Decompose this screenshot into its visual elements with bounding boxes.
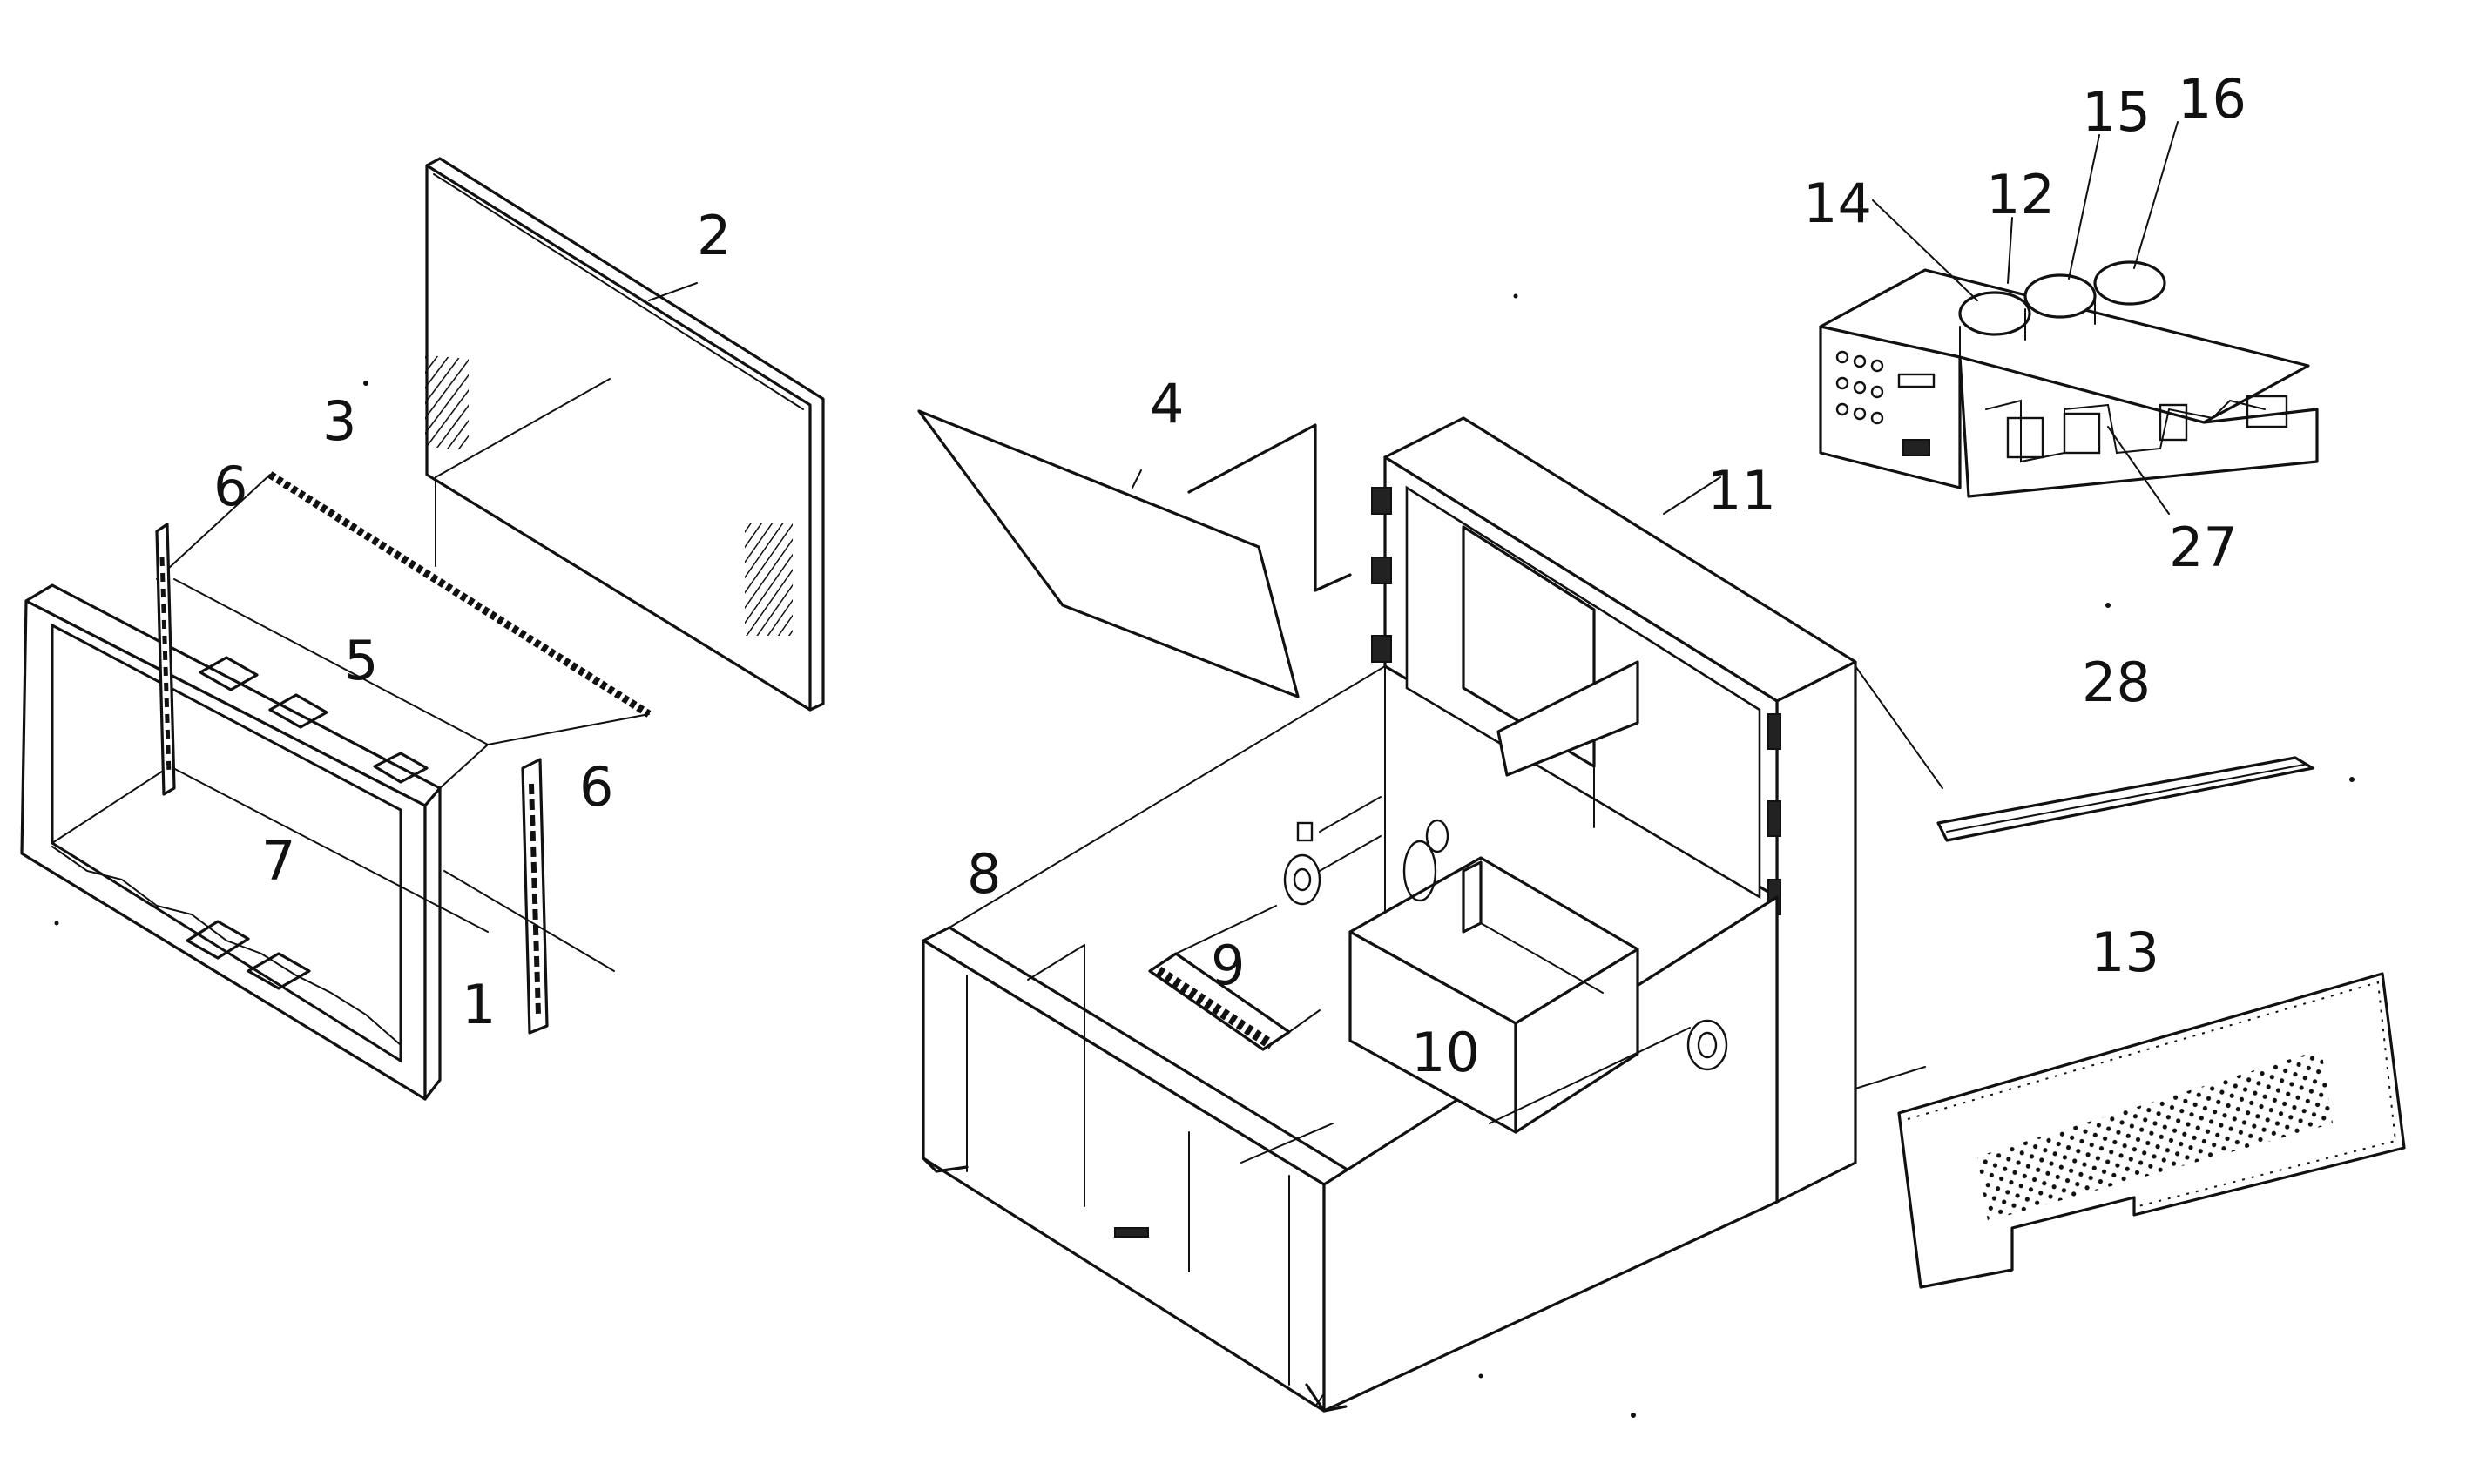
label-10: 10 bbox=[1411, 1021, 1480, 1084]
label-8: 8 bbox=[967, 842, 1001, 906]
part-6-side-brackets bbox=[155, 523, 615, 1035]
part-12-chassis bbox=[1819, 260, 2319, 498]
label-11: 11 bbox=[1707, 459, 1776, 523]
label-5: 5 bbox=[344, 629, 378, 692]
scan-specks bbox=[54, 293, 2355, 1418]
label-28: 28 bbox=[2082, 651, 2151, 714]
leader-lines bbox=[435, 121, 2179, 1089]
label-6a: 6 bbox=[213, 455, 247, 518]
part-8-base-cabinet bbox=[922, 665, 1779, 1413]
label-6b: 6 bbox=[579, 755, 613, 819]
part-3-bracket-strip bbox=[156, 471, 652, 745]
chassis-connector-jacks bbox=[1835, 350, 1936, 456]
label-2: 2 bbox=[697, 204, 731, 267]
label-3: 3 bbox=[322, 389, 356, 453]
label-15: 15 bbox=[2082, 80, 2151, 144]
label-16: 16 bbox=[2178, 67, 2246, 131]
part-4-reflector-sheet bbox=[917, 409, 1352, 698]
label-9: 9 bbox=[1211, 934, 1245, 997]
label-14: 14 bbox=[1803, 172, 1872, 235]
label-13: 13 bbox=[2091, 921, 2159, 984]
part-11-upper-cabinet bbox=[1371, 416, 1857, 1204]
part-28-rail bbox=[1936, 756, 2314, 842]
part-10-inner-box bbox=[1283, 796, 1728, 1134]
part-9-speaker-bracket bbox=[1148, 905, 1321, 1051]
part-2-rear-panel bbox=[425, 157, 825, 712]
reference-numerals: 1 2 3 4 5 6 6 7 8 9 10 11 12 13 14 15 16… bbox=[213, 67, 2246, 1084]
label-7: 7 bbox=[261, 829, 295, 893]
part-13-back-cover bbox=[1897, 972, 2406, 1289]
part-1-front-frame bbox=[20, 578, 489, 1101]
label-27: 27 bbox=[2169, 516, 2238, 579]
label-12: 12 bbox=[1986, 163, 2055, 226]
label-1: 1 bbox=[462, 973, 496, 1036]
label-4: 4 bbox=[1150, 372, 1184, 435]
